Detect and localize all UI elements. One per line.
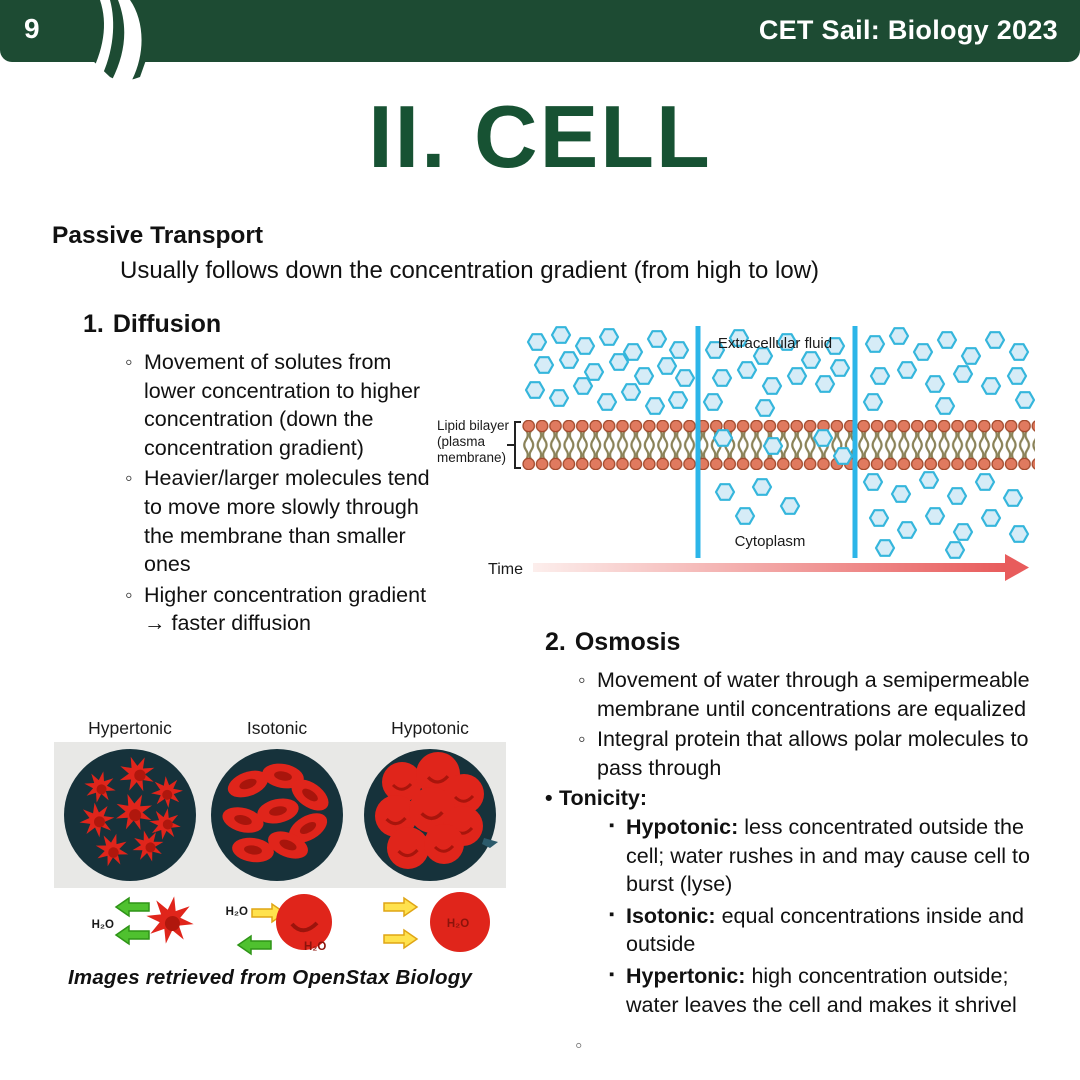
empty-bullet-marker: ◦ [575, 1034, 583, 1057]
bilayer-label-line3: membrane) [437, 450, 506, 465]
diffusion-title: Diffusion [112, 310, 222, 338]
osmosis-bullets: Movement of water through a semipermeabl… [545, 666, 1041, 782]
cytoplasm-label: Cytoplasm [735, 533, 806, 550]
tonicity-list: Hypotonic: less concentrated outside the… [545, 812, 1041, 1019]
time-label: Time [488, 561, 523, 578]
osmosis-bullet-1: Movement of water through a semipermeabl… [578, 666, 1041, 723]
image-credit-caption: Images retrieved from OpenStax Biology [68, 966, 473, 989]
header-bar [0, 0, 1080, 62]
tonicity-item-isotonic: Isotonic: equal concentrations inside an… [609, 901, 1041, 959]
water-label: H₂O [447, 918, 469, 930]
water-label: H₂O [304, 941, 326, 953]
tonicity-term: Hypertonic: [626, 963, 746, 988]
diffusion-heading: 1. Diffusion [83, 310, 445, 339]
tonicity-figure: Hypertonic Isotonic Hypotonic [54, 718, 506, 955]
tonicity-term: Isotonic: [626, 903, 716, 928]
time-divider-1 [695, 326, 701, 558]
hypotonic-flow-diagram: H₂O [383, 892, 490, 952]
passive-transport-subheading: Usually follows down the concentration g… [120, 257, 820, 284]
tonicity-heading: Tonicity: [545, 784, 1041, 813]
debris-speck [482, 838, 498, 848]
hypotonic-label: Hypotonic [391, 718, 469, 738]
bilayer-label-line1: Lipid bilayer [437, 418, 510, 433]
osmosis-title: Osmosis [574, 628, 681, 656]
diffusion-bullet-1: Movement of solutes from lower concentra… [125, 348, 445, 462]
time-divider-2 [852, 326, 858, 558]
tonicity-desc: less concentrated outside the cell; wate… [626, 814, 1030, 897]
tonicity-term: Hypotonic: [626, 814, 739, 839]
diffusion-bullet-3: Higher concentration gradient → faster d… [125, 581, 445, 638]
page-number: 9 [24, 13, 40, 44]
course-title: CET Sail: Biology 2023 [758, 15, 1058, 45]
bilayer-bracket [514, 421, 521, 469]
diffusion-bullets: Movement of solutes from lower concentra… [83, 348, 445, 638]
bilayer-label-line2: (plasma [437, 434, 486, 449]
time-arrow [533, 554, 1029, 581]
solute-molecules-panel1 [524, 326, 696, 415]
hypertonic-flow-diagram: H₂O [92, 892, 198, 948]
hypertonic-label: Hypertonic [88, 718, 172, 738]
extracellular-fluid-label: Extracellular fluid [718, 335, 832, 352]
osmosis-bullet-2: Integral protein that allows polar molec… [578, 725, 1041, 782]
diffusion-figure: Lipid bilayer (plasma membrane) [437, 326, 1035, 581]
swollen-cells [373, 750, 498, 871]
diffusion-section: 1. Diffusion Movement of solutes from lo… [83, 310, 445, 640]
slide-title: II. CELL [368, 87, 712, 186]
osmosis-number: 2. [545, 628, 566, 656]
tonicity-desc: equal concentrations inside and outside [626, 903, 1024, 957]
water-label: H₂O [92, 919, 114, 931]
osmosis-section: 2. Osmosis Movement of water through a s… [545, 628, 1041, 1022]
water-label: H₂O [226, 906, 248, 918]
isotonic-label: Isotonic [247, 718, 308, 738]
diffusion-number: 1. [83, 310, 104, 338]
osmosis-heading: 2. Osmosis [545, 628, 1041, 657]
tonicity-item-hypertonic: Hypertonic: high concentration outside; … [609, 961, 1041, 1019]
diffusion-bullet-2: Heavier/larger molecules tend to move mo… [125, 464, 445, 578]
sail-logo-icon [88, 0, 146, 80]
tonicity-item-hypotonic: Hypotonic: less concentrated outside the… [609, 812, 1041, 899]
passive-transport-heading: Passive Transport [52, 222, 264, 249]
isotonic-flow-diagram: H₂O H₂O [226, 894, 332, 955]
tonicity-desc: high concentration outside; water leaves… [626, 963, 1017, 1017]
